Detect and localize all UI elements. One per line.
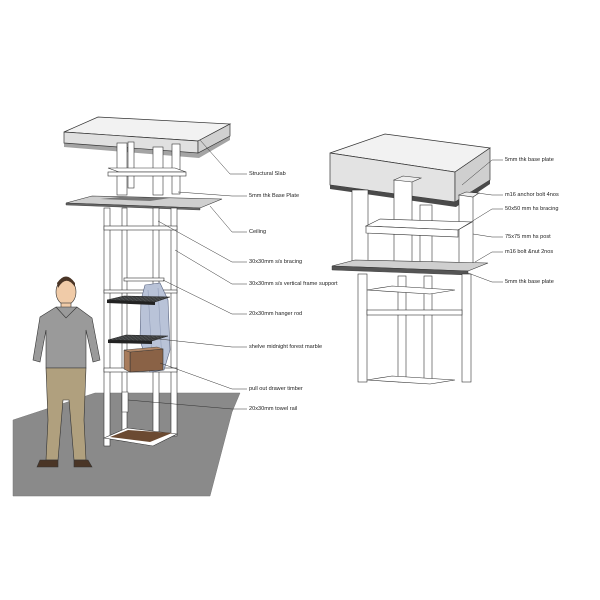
right-assembly	[329, 133, 491, 385]
base-plate-detail	[331, 259, 489, 276]
label-marble-shelf: shelve midnight forest marble	[249, 344, 323, 350]
label-hs-bracing: 50x50 mm hs bracing	[505, 206, 559, 212]
lower-frame-detail	[357, 273, 472, 385]
label-vertical-frame: 30x30mm s/s vertical frame support	[249, 281, 338, 287]
label-top-base-plate: 5mm thk base plate	[505, 157, 554, 163]
left-leader-lines	[127, 139, 247, 410]
scale-figure	[32, 276, 101, 468]
right-leader-lines	[457, 159, 503, 283]
label-bottom-base-plate: 5mm thk base plate	[505, 279, 554, 285]
label-towel-rail: 20x30mm towel rail	[249, 406, 298, 412]
label-base-plate: 5mm thk Base Plate	[249, 193, 300, 199]
left-assembly	[12, 116, 241, 497]
label-ceiling: Ceiling	[249, 229, 267, 235]
towel-rail	[121, 391, 129, 413]
label-hanger-rod: 20x30mm hanger rod	[249, 311, 303, 317]
ceiling-plate	[65, 195, 223, 211]
label-bolt-nut: m16 bolt &nut 2nos	[505, 249, 554, 255]
label-drawer: pull out drawer timber	[249, 386, 303, 392]
marble-shelves	[106, 295, 171, 344]
timber-drawer	[123, 346, 164, 373]
label-anchor-bolt: m16 anchor bolt 4nos	[505, 192, 559, 198]
label-hs-post: 75x75 mm hs post	[505, 234, 551, 240]
hs-bracing	[364, 218, 474, 238]
label-bracing: 30x30mm s/s bracing	[249, 259, 303, 265]
floor-plane	[12, 392, 241, 497]
label-structural-slab: Structural Slab	[249, 171, 286, 177]
hanger-rod	[123, 277, 165, 282]
upper-posts	[107, 141, 187, 196]
structural-slab	[63, 116, 232, 158]
